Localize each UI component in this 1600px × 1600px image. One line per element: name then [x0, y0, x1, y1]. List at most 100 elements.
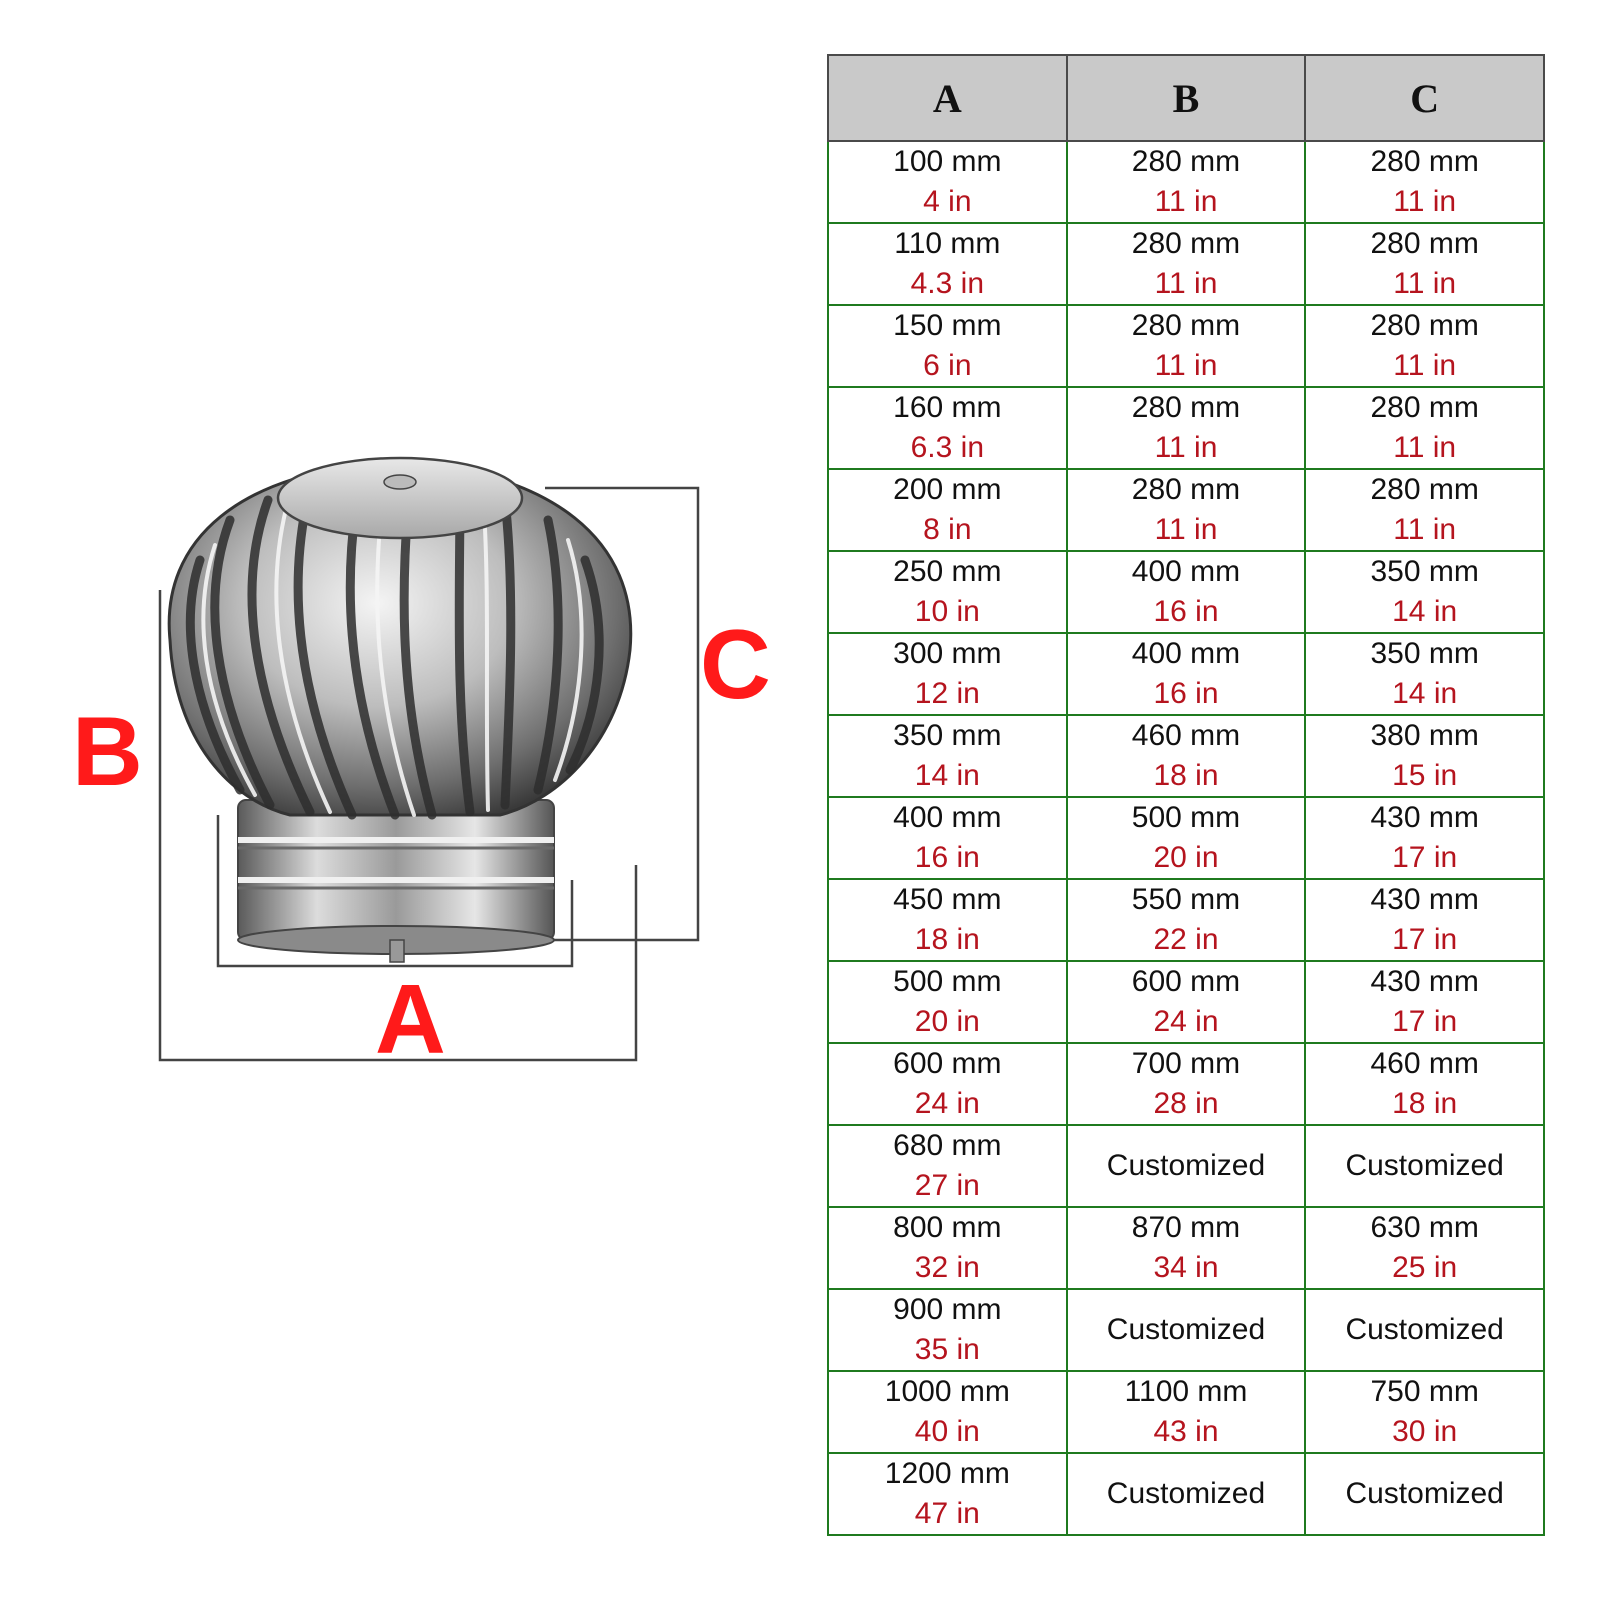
value-in: 47 in — [914, 1497, 980, 1530]
product-illustration: B C A — [72, 456, 771, 1074]
value-in: 14 in — [1392, 677, 1458, 710]
value-in: 10 in — [914, 595, 980, 628]
value-mm: 800 mm — [893, 1211, 1002, 1244]
value-mm: 280 mm — [1131, 309, 1241, 342]
value-in: 11 in — [1154, 267, 1218, 300]
value-in: 32 in — [914, 1251, 980, 1284]
table-cell-b: 700 mm 28 in — [1065, 1042, 1307, 1126]
value-in: 14 in — [914, 759, 980, 792]
customized-label: Customized — [1106, 1477, 1266, 1510]
value-in: 14 in — [1392, 595, 1458, 628]
value-mm: 380 mm — [1370, 719, 1479, 752]
value-mm: 280 mm — [1370, 227, 1479, 260]
collar — [237, 799, 555, 963]
value-mm: 430 mm — [1370, 801, 1479, 834]
table-cell-a: 600 mm 24 in — [827, 1042, 1068, 1126]
value-in: 18 in — [1392, 1087, 1458, 1120]
value-mm: 1000 mm — [884, 1375, 1010, 1408]
header-a: A — [827, 54, 1068, 142]
table-cell-b: 280 mm 11 in — [1065, 304, 1307, 388]
value-in: 22 in — [1153, 923, 1219, 956]
value-in: 16 in — [1153, 677, 1219, 710]
value-mm: 200 mm — [893, 473, 1002, 506]
value-in: 24 in — [1153, 1005, 1219, 1038]
value-mm: 280 mm — [1370, 473, 1479, 506]
value-mm: 460 mm — [1370, 1047, 1479, 1080]
table-cell-a: 350 mm 14 in — [827, 714, 1068, 798]
value-mm: 280 mm — [1131, 391, 1241, 424]
value-mm: 280 mm — [1370, 145, 1479, 178]
value-mm: 280 mm — [1131, 473, 1241, 506]
dimension-line-b — [158, 590, 638, 1062]
value-mm: 900 mm — [893, 1293, 1002, 1326]
value-in: 12 in — [914, 677, 980, 710]
value-mm: 110 mm — [894, 227, 1001, 260]
value-mm: 700 mm — [1131, 1047, 1241, 1080]
top-cap — [276, 456, 524, 540]
table-cell-a: 800 mm 32 in — [827, 1206, 1068, 1290]
value-in: 30 in — [1392, 1415, 1458, 1448]
table-cell-b: Customized — [1065, 1452, 1307, 1536]
table-cell-b: 280 mm 11 in — [1065, 468, 1307, 552]
value-in: 20 in — [1153, 841, 1219, 874]
value-mm: 450 mm — [893, 883, 1002, 916]
value-mm: 550 mm — [1131, 883, 1241, 916]
value-mm: 600 mm — [893, 1047, 1002, 1080]
value-in: 11 in — [1154, 513, 1218, 546]
value-mm: 280 mm — [1370, 391, 1479, 424]
value-mm: 300 mm — [893, 637, 1002, 670]
value-mm: 350 mm — [1370, 637, 1479, 670]
value-in: 20 in — [914, 1005, 980, 1038]
value-in: 11 in — [1154, 349, 1218, 382]
value-in: 17 in — [1392, 841, 1458, 874]
value-in: 6 in — [923, 349, 972, 382]
value-mm: 280 mm — [1131, 145, 1241, 178]
customized-label: Customized — [1345, 1149, 1504, 1182]
header-c: C — [1304, 54, 1545, 142]
customized-label: Customized — [1345, 1477, 1504, 1510]
table-cell-c: Customized — [1304, 1124, 1545, 1208]
customized-label: Customized — [1106, 1149, 1266, 1182]
value-mm: 680 mm — [893, 1129, 1002, 1162]
value-in: 28 in — [1153, 1087, 1219, 1120]
value-in: 11 in — [1393, 431, 1457, 464]
dimension-label-a: A — [375, 964, 446, 1074]
value-in: 24 in — [914, 1087, 980, 1120]
value-in: 35 in — [914, 1333, 980, 1366]
value-mm: 350 mm — [893, 719, 1002, 752]
value-in: 6.3 in — [910, 431, 985, 464]
value-mm: 1200 mm — [884, 1457, 1010, 1490]
customized-label: Customized — [1106, 1313, 1266, 1346]
value-in: 25 in — [1392, 1251, 1458, 1284]
